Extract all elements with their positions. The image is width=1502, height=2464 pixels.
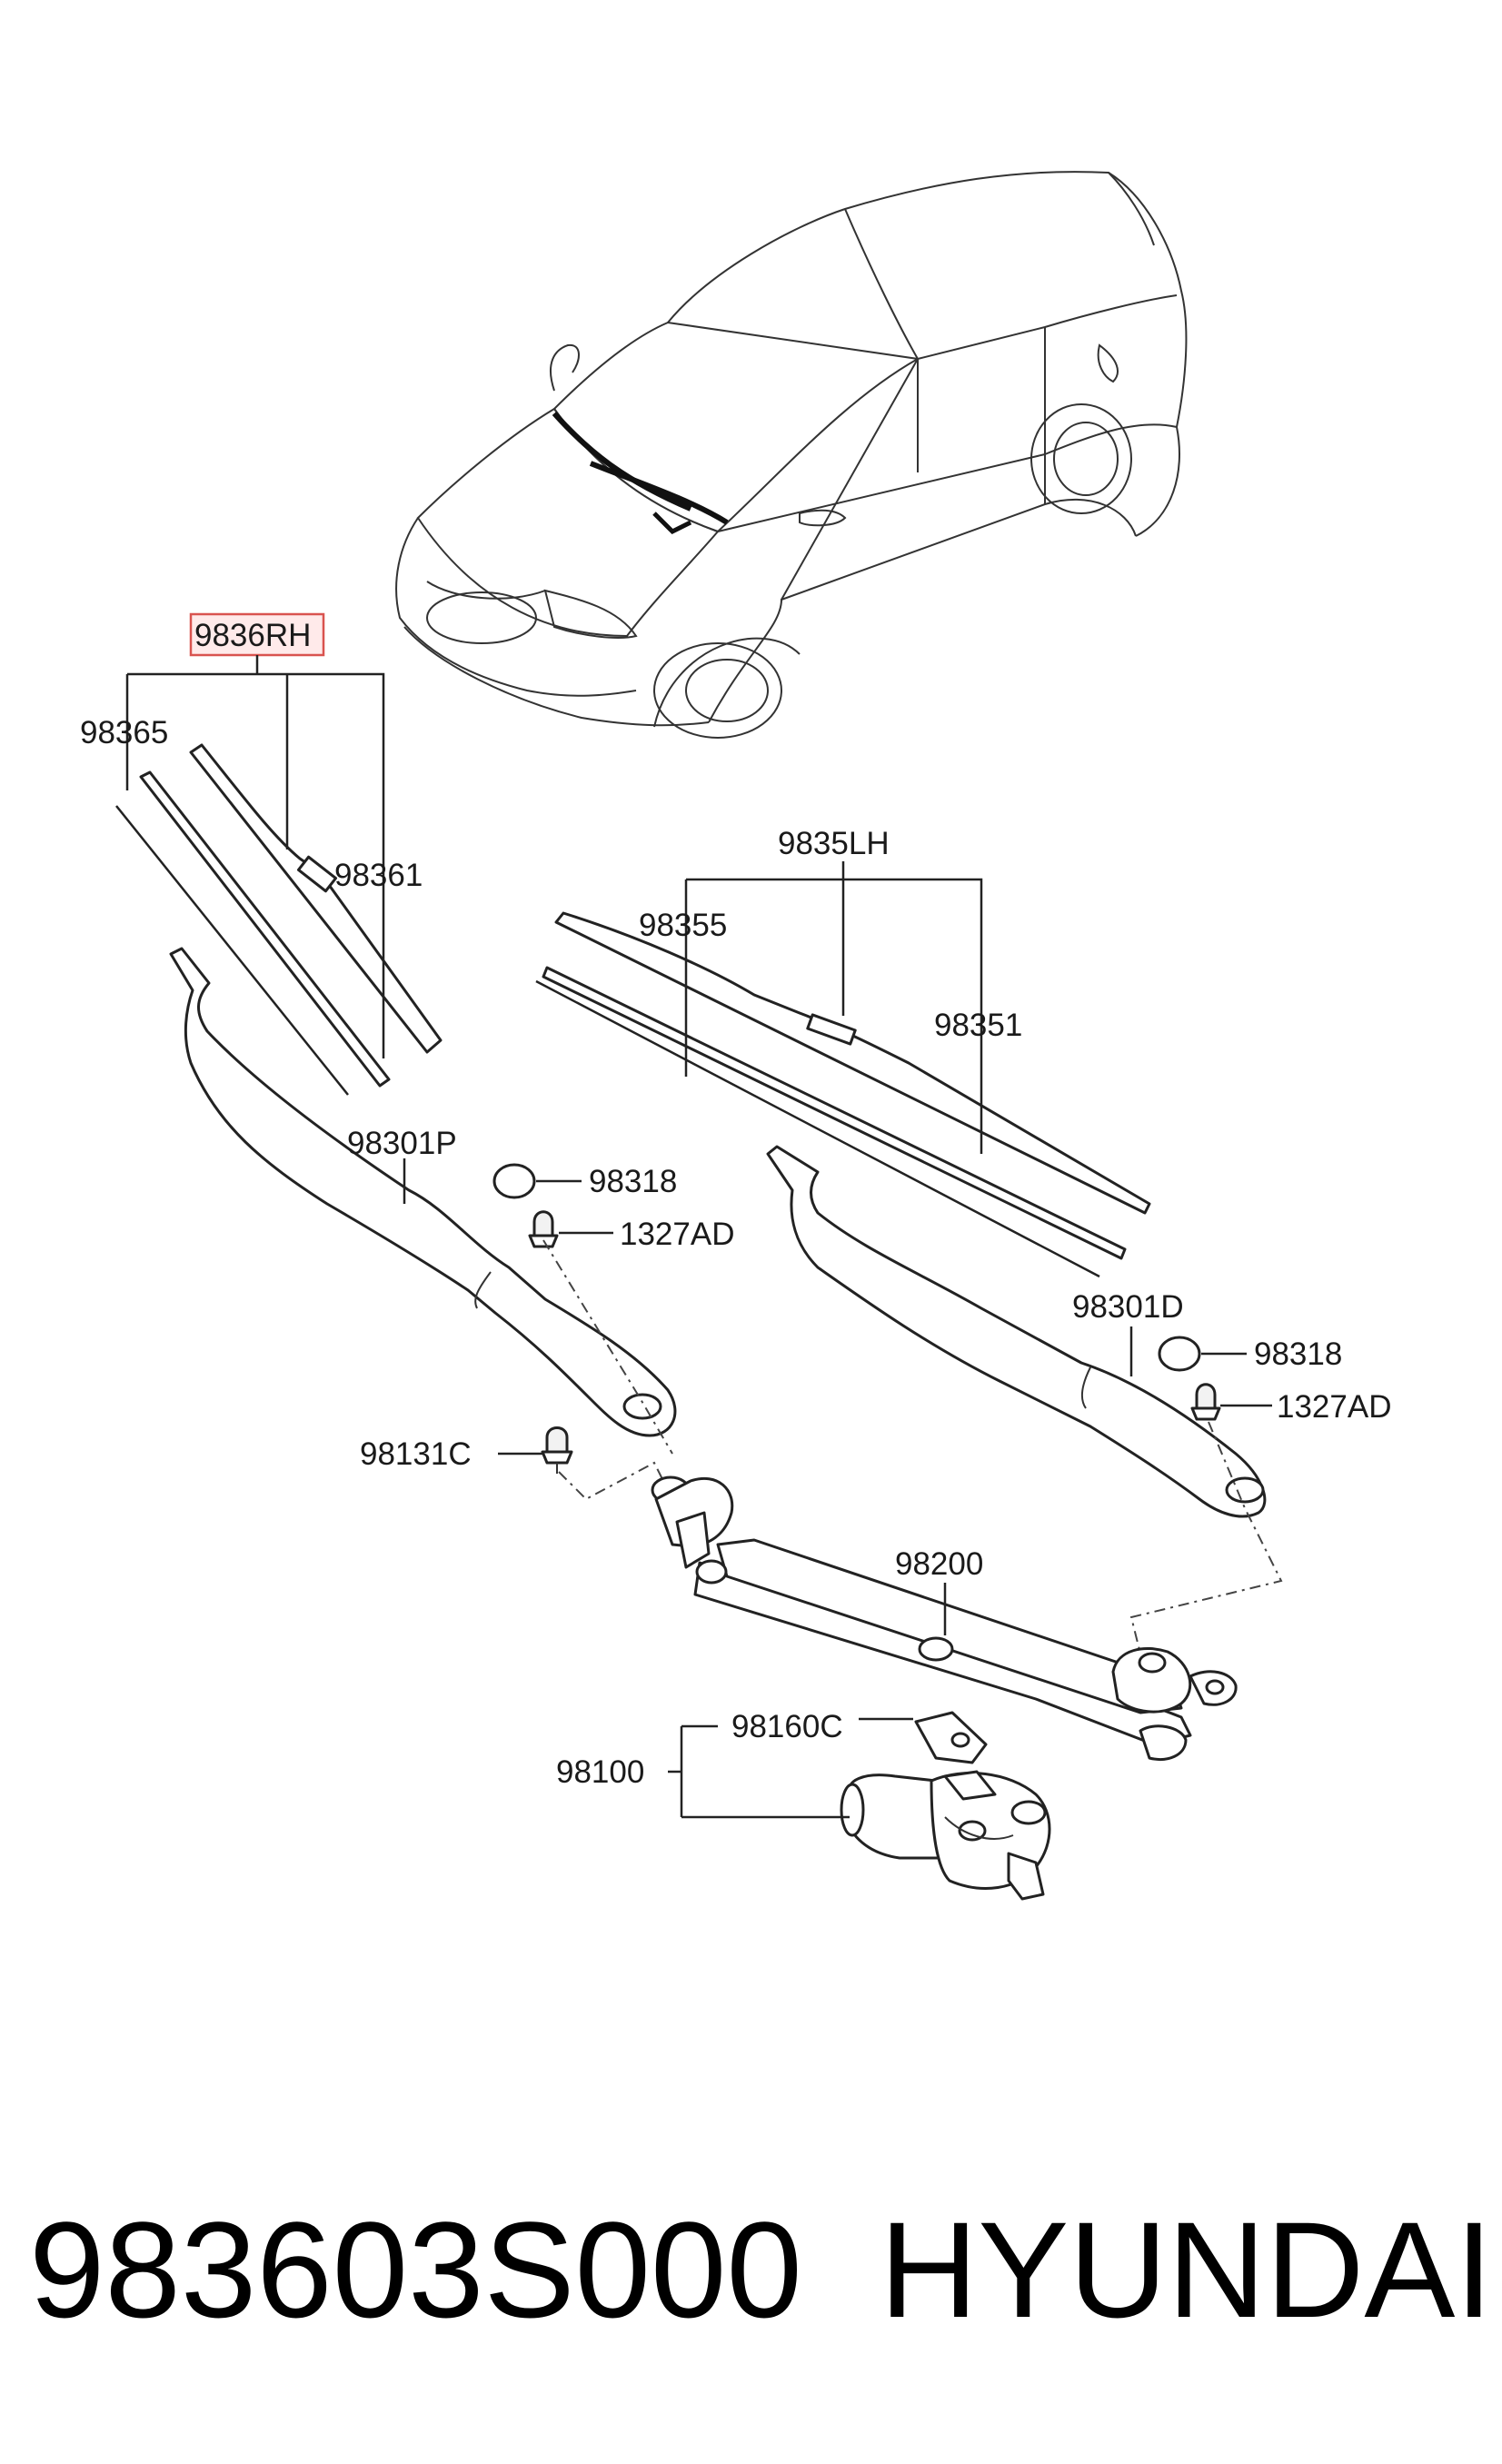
part-labels: 9836RH 98365 98361 9835LH 98355 98351 98… [80, 612, 1391, 1790]
label-98160c: 98160C [731, 1709, 843, 1744]
label-98131c: 98131C [360, 1436, 472, 1472]
lh-blade-group [535, 878, 1151, 1278]
rh-blade-group [115, 672, 443, 1096]
footer: 983603S000 HYUNDAI [29, 2193, 1493, 2346]
caps-and-nuts [492, 1163, 1272, 1474]
label-98100: 98100 [556, 1754, 644, 1790]
assembly-guides [542, 1239, 1283, 1654]
brand-name: HYUNDAI [880, 2193, 1493, 2346]
label-1327ad-d: 1327AD [1277, 1389, 1391, 1425]
car-illustration [395, 171, 1188, 739]
label-9835lh: 9835LH [778, 826, 890, 861]
label-9836rh: 9836RH [194, 618, 311, 653]
label-1327ad-p: 1327AD [620, 1217, 734, 1252]
wiper-arm-passenger [169, 947, 677, 1437]
wiper-arm-driver [766, 1145, 1267, 1518]
label-98361: 98361 [334, 858, 423, 893]
label-98200: 98200 [895, 1546, 983, 1582]
label-98318-d: 98318 [1254, 1336, 1342, 1372]
label-98301d: 98301D [1072, 1289, 1184, 1325]
label-98355: 98355 [639, 908, 727, 943]
part-number: 983603S000 [29, 2193, 802, 2346]
wiper-motor [668, 1711, 1051, 1901]
wiper-linkage [651, 1475, 1238, 1761]
label-98318-p: 98318 [589, 1164, 677, 1199]
highlight-box [189, 612, 325, 657]
label-98351: 98351 [934, 1008, 1022, 1043]
label-98301p: 98301P [347, 1126, 457, 1161]
label-98365: 98365 [80, 715, 168, 750]
